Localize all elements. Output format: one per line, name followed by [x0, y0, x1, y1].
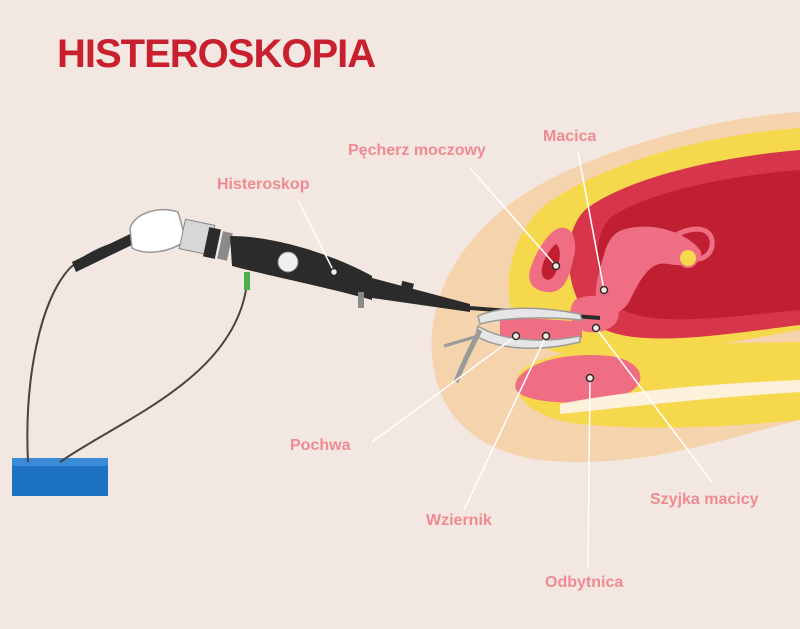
label-szyjka-macicy: Szyjka macicy [650, 491, 759, 508]
label-pecherz-moczowy: Pęcherz moczowy [348, 142, 486, 159]
leader-lines [297, 151, 713, 569]
ring-2 [217, 231, 233, 261]
dot-wziernik [541, 331, 551, 341]
shaft-ring [398, 280, 414, 302]
speculum [443, 307, 584, 383]
cable-connector [72, 234, 134, 272]
dot-histeroskop [329, 267, 339, 277]
page-title: HISTEROSKOPIA [57, 32, 376, 76]
anatomy [431, 112, 800, 462]
leader-wziernik [463, 335, 547, 511]
dot-pecherz [551, 261, 561, 271]
dot-pochwa [511, 331, 521, 341]
cervix [570, 295, 619, 333]
outflow-port [358, 292, 364, 308]
label-odbytnica: Odbytnica [545, 574, 624, 591]
fluid-tube [59, 289, 247, 463]
leader-szyjka [595, 327, 713, 483]
hysteroscope [72, 208, 601, 320]
leader-histeroskop [297, 199, 335, 273]
leader-dots [329, 261, 609, 383]
label-pochwa: Pochwa [290, 437, 351, 454]
ovary [678, 248, 698, 268]
ring-1 [203, 227, 221, 259]
leader-pecherz [469, 167, 557, 267]
uterus-body [595, 226, 702, 314]
vagina [500, 318, 582, 342]
speculum-lower-blade [475, 324, 581, 349]
uterus-cavity [597, 170, 800, 320]
dot-szyjka [591, 323, 601, 333]
rectum [515, 354, 641, 403]
scope-valve [277, 251, 299, 273]
scope-shaft [372, 278, 470, 312]
valve-port [244, 272, 250, 290]
label-macica: Macica [543, 128, 597, 145]
dot-odbytnica [585, 373, 595, 383]
bladder-inner [541, 244, 560, 280]
sacrum [560, 380, 800, 414]
dot-macica [599, 285, 609, 295]
leader-pochwa [371, 335, 517, 443]
fallopian-tube [658, 226, 715, 262]
leader-macica [577, 151, 605, 291]
speculum-upper-blade [477, 307, 584, 325]
label-histeroskop: Histeroskop [217, 176, 310, 193]
leader-odbytnica [587, 377, 591, 569]
label-wziernik: Wziernik [426, 512, 492, 529]
camera-head [129, 208, 187, 253]
speculum-screw [443, 334, 479, 348]
